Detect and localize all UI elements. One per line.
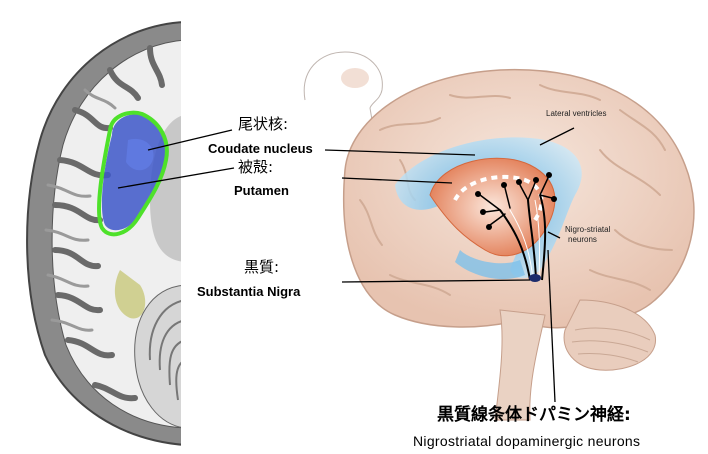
pathway-label-en: Nigrostriatal dopaminergic neurons: [413, 434, 640, 448]
putamen-label-en: Putamen: [234, 184, 289, 197]
substantia-label-en: Substantia Nigra: [197, 285, 300, 298]
lateral-ventricles-label: Lateral ventricles: [546, 110, 606, 118]
pathway-label-jp: 黒質線条体ドパミン神経:: [437, 407, 631, 424]
putamen-label-jp: 被殻:: [238, 160, 273, 175]
brain-section-image: [27, 18, 187, 448]
nigro-striatal-label-1: Nigro-striatal: [565, 226, 610, 234]
nigro-striatal-label-2: neurons: [568, 236, 597, 244]
substantia-label-jp: 黒質:: [244, 260, 279, 275]
brain-3d-image: [344, 70, 694, 420]
caudate-label-jp: 尾状核:: [238, 117, 288, 132]
caudate-label-en: Coudate nucleus: [208, 142, 313, 155]
head-profile-sketch: [304, 52, 382, 120]
